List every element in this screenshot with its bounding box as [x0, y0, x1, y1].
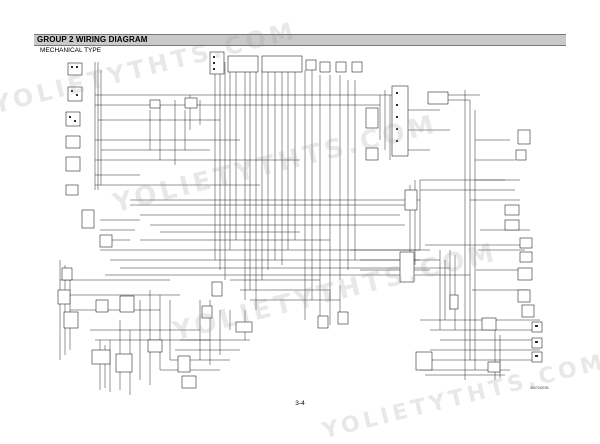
drawing-code: 36070CE05 — [530, 386, 549, 390]
diagram-subtitle: MECHANICAL TYPE — [40, 47, 102, 54]
connector-blocks — [57, 51, 543, 389]
connector-pins — [69, 56, 538, 357]
section-title: GROUP 2 WIRING DIAGRAM — [37, 35, 148, 44]
section-header-bar: GROUP 2 WIRING DIAGRAM — [34, 34, 566, 46]
page-number: 3-4 — [295, 400, 305, 407]
wire-harness-lines — [59, 62, 540, 395]
wiring-diagram — [57, 51, 543, 395]
